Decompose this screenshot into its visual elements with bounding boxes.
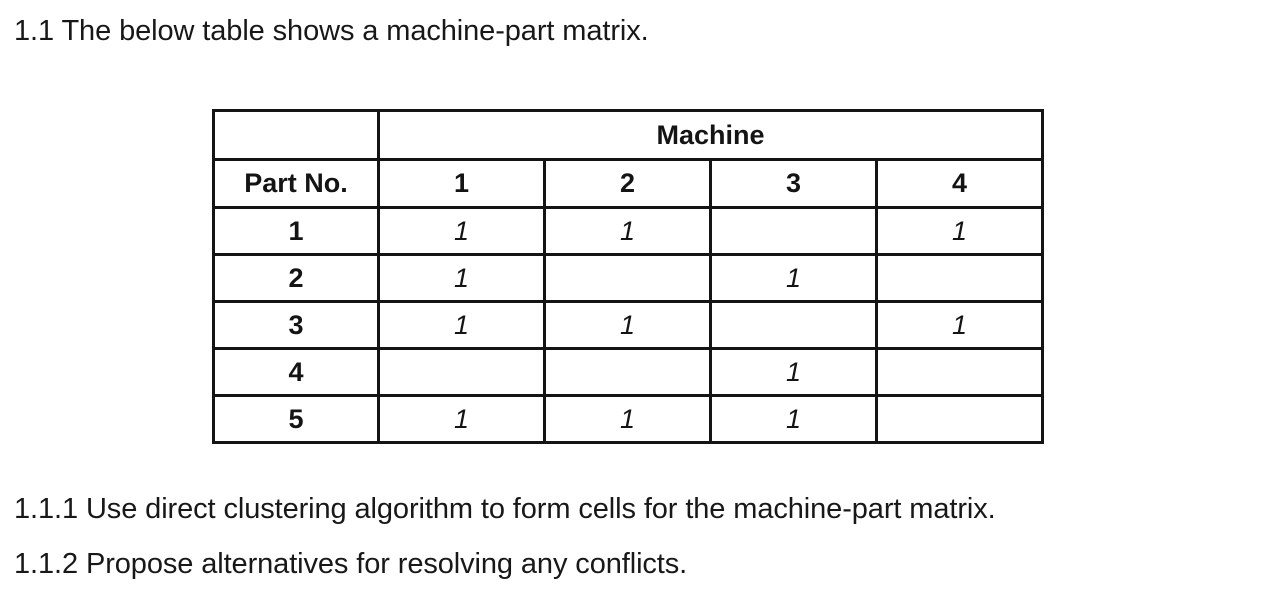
row-label-3: 3 [212,300,380,350]
matrix-cell-p4-m2 [543,347,712,397]
matrix-cell-p3-m3 [709,300,878,350]
matrix-cell-p5-m3: 1 [709,394,878,444]
table-row: 5 1 1 1 [212,394,1044,444]
matrix-cell-p3-m4: 1 [875,300,1044,350]
table-header-row-group: Machine [212,109,1044,161]
question-1-1-1: 1.1.1 Use direct clustering algorithm to… [14,493,996,525]
machine-part-matrix-table: Machine Part No. 1 2 3 4 1 1 1 1 [212,109,1044,444]
intro-paragraph: 1.1 The below table shows a machine-part… [14,15,649,47]
machine-column-header-4: 4 [875,158,1044,209]
machine-column-header-3: 3 [709,158,878,209]
row-label-5: 5 [212,394,380,444]
table-row: 4 1 [212,347,1044,397]
matrix-cell-p2-m1: 1 [377,253,546,303]
matrix-cell-p1-m1: 1 [377,206,546,256]
matrix-cell-p2-m2 [543,253,712,303]
corner-blank-cell [212,109,380,161]
matrix-cell-p4-m3: 1 [709,347,878,397]
table-row: 2 1 1 [212,253,1044,303]
question-1-1-2: 1.1.2 Propose alternatives for resolving… [14,548,688,580]
matrix-cell-p4-m1 [377,347,546,397]
table-header-row-columns: Part No. 1 2 3 4 [212,158,1044,209]
matrix-cell-p3-m1: 1 [377,300,546,350]
matrix-cell-p4-m4 [875,347,1044,397]
matrix-cell-p1-m3 [709,206,878,256]
matrix-cell-p5-m2: 1 [543,394,712,444]
table-row: 1 1 1 1 [212,206,1044,256]
machine-column-header-1: 1 [377,158,546,209]
matrix-cell-p3-m2: 1 [543,300,712,350]
machine-group-header: Machine [377,109,1044,161]
row-label-2: 2 [212,253,380,303]
machine-column-header-2: 2 [543,158,712,209]
machine-part-matrix-container: Machine Part No. 1 2 3 4 1 1 1 1 [212,109,1044,444]
matrix-cell-p1-m2: 1 [543,206,712,256]
matrix-cell-p1-m4: 1 [875,206,1044,256]
matrix-cell-p5-m1: 1 [377,394,546,444]
row-label-1: 1 [212,206,380,256]
part-no-header: Part No. [212,158,380,209]
matrix-cell-p2-m3: 1 [709,253,878,303]
row-label-4: 4 [212,347,380,397]
table-row: 3 1 1 1 [212,300,1044,350]
matrix-cell-p5-m4 [875,394,1044,444]
table-head: Machine Part No. 1 2 3 4 [212,109,1044,209]
table-body: 1 1 1 1 2 1 1 3 1 1 [212,206,1044,444]
matrix-cell-p2-m4 [875,253,1044,303]
